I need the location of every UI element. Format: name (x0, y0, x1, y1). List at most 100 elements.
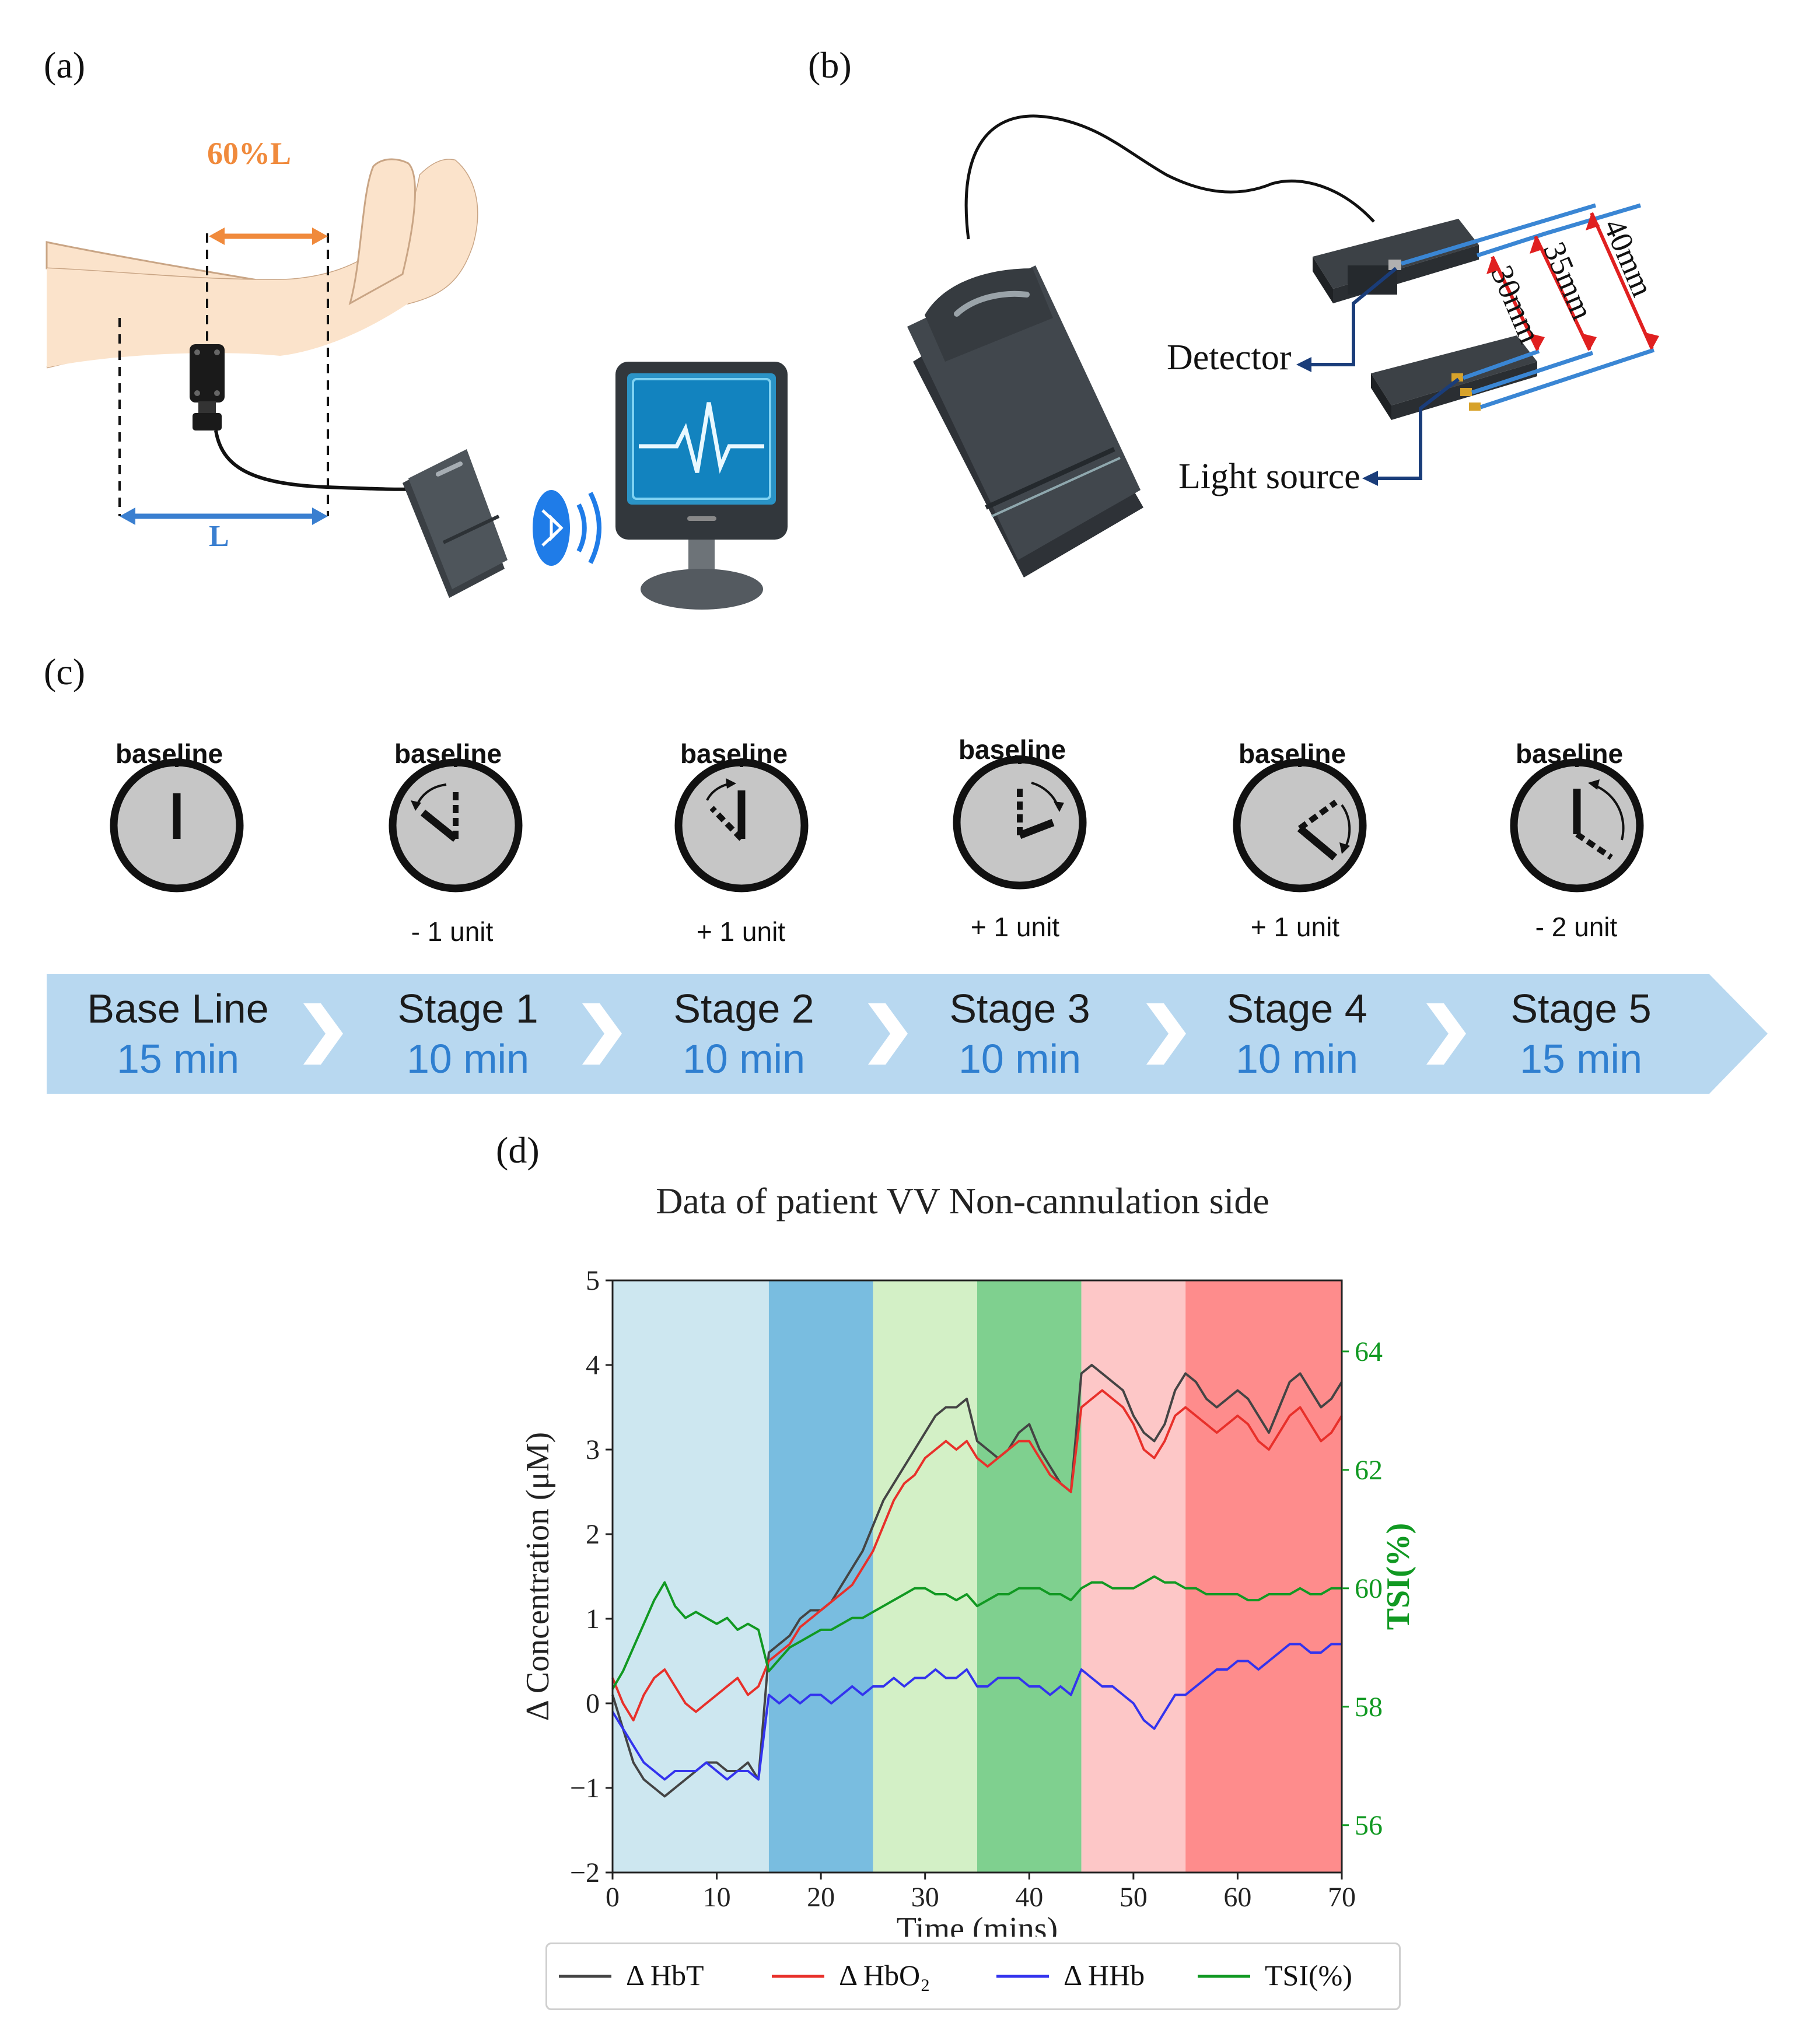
stage-band-4 (1081, 1280, 1186, 1873)
panel-label-b: (b) (808, 44, 852, 86)
legend-label-hbt: Δ HbT (626, 1959, 704, 1992)
stage-1: Stage 1 10 min (363, 984, 573, 1084)
plot-frame (611, 1279, 1343, 1874)
stage-band-1 (768, 1280, 873, 1873)
y-tick-label-6: 4 (586, 1350, 600, 1381)
large-device (907, 265, 1143, 578)
clock-sub-2: + 1 unit (696, 916, 786, 947)
x-tick-label-2: 20 (807, 1882, 835, 1913)
x-tick-label-1: 10 (703, 1882, 731, 1913)
orange-arrowhead-left (209, 228, 225, 245)
y-tick-label-2: 0 (586, 1688, 600, 1719)
detector-leader (1307, 267, 1397, 366)
panel-b-illustration: 30mm 35mm 40mm (907, 114, 1660, 578)
clock-sub-4: + 1 unit (1250, 912, 1340, 942)
stage-name-1: Stage 1 (397, 986, 538, 1031)
y-right-tick-label-4: 64 (1355, 1336, 1383, 1367)
stage-4: Stage 4 10 min (1192, 984, 1402, 1084)
x-tick-label-0: 0 (606, 1882, 620, 1913)
series-line-1 (611, 1389, 1343, 1721)
clock-sub-5: - 2 unit (1535, 912, 1618, 942)
y-tick-label-0: −2 (570, 1857, 600, 1888)
arrow-30mm (1491, 256, 1540, 351)
y-tick-label-1: −1 (570, 1773, 600, 1804)
stage-band-0 (613, 1280, 769, 1873)
sensor-probe (1313, 219, 1537, 420)
stage-duration-0: 15 min (116, 1036, 240, 1082)
series-line-0 (611, 1364, 1343, 1798)
monitor-icon (615, 362, 788, 610)
panel-a-illustration (46, 158, 788, 610)
y-tick-label-5: 3 (586, 1434, 600, 1465)
clock-icon-4 (1233, 758, 1367, 892)
y-axis-label: Δ Concentration (μM) (520, 1432, 556, 1721)
x-tick-label-5: 50 (1120, 1882, 1148, 1913)
stage-duration-5: 15 min (1519, 1036, 1643, 1082)
dist-40-label: 40mm (1597, 214, 1660, 301)
y-right-tick-label-3: 62 (1355, 1455, 1383, 1486)
legend-svg: Δ HbT Δ HbO₂ Δ HHb TSI(%) (559, 1959, 1352, 1992)
clock-icon-3 (953, 755, 1087, 890)
y-right-axis-label: TSI(%) (1380, 1523, 1416, 1630)
blue-arrowhead-right (312, 508, 328, 525)
stage-2: Stage 2 10 min (639, 984, 849, 1084)
y-tick-label-7: 5 (586, 1265, 600, 1296)
stage-duration-4: 10 min (1235, 1036, 1359, 1082)
sensor-cable (214, 430, 421, 491)
light-source-label: Light source (1178, 457, 1360, 496)
x-tick-label-3: 30 (911, 1882, 939, 1913)
stage-timeline-bar (47, 974, 1768, 1094)
x-axis-label: Time (mins) (897, 1911, 1058, 1937)
stage-name-3: Stage 3 (949, 986, 1090, 1031)
leg-sensor (190, 344, 225, 402)
arrow-40mm (1590, 212, 1654, 350)
clocks-row (110, 755, 1644, 892)
legend-label-hhb: Δ HHb (1064, 1959, 1145, 1992)
clock-sub-1: - 1 unit (411, 916, 494, 947)
clock-icon-0 (110, 758, 244, 892)
legend-label-tsi: TSI(%) (1265, 1959, 1352, 1992)
stage-band-2 (873, 1280, 977, 1873)
stage-name-0: Base Line (87, 986, 269, 1031)
y-tick-label-4: 2 (586, 1519, 600, 1550)
panel-label-c: (c) (44, 651, 86, 692)
foot-shape (348, 158, 416, 306)
x-tick-label-6: 60 (1223, 1882, 1251, 1913)
panel-label-d: (d) (496, 1129, 540, 1171)
stage-name-2: Stage 2 (673, 986, 814, 1031)
chart-legend: Δ HbT Δ HbO₂ Δ HHb TSI(%) (545, 1943, 1401, 2010)
stage-band-3 (977, 1280, 1082, 1873)
y-right-tick-label-1: 58 (1355, 1692, 1383, 1723)
bluetooth-icon (533, 490, 601, 566)
length-label: L (209, 520, 229, 553)
wearable-device (403, 449, 508, 598)
chart-title: Data of patient VV Non-cannulation side (656, 1180, 1269, 1222)
stage-duration-1: 10 min (406, 1036, 530, 1082)
x-tick-label-4: 40 (1015, 1882, 1043, 1913)
clock-sub-3: + 1 unit (970, 912, 1060, 942)
series-line-3 (611, 1575, 1342, 1690)
clock-icon-1 (389, 758, 523, 892)
clock-icon-2 (674, 758, 809, 892)
dist-30-label: 30mm (1484, 260, 1548, 348)
panel-label-a: (a) (44, 44, 86, 86)
stage-name-4: Stage 4 (1226, 986, 1367, 1031)
y-tick-label-3: 1 (586, 1604, 600, 1634)
stage-duration-3: 10 min (958, 1036, 1082, 1082)
dist-35-label: 35mm (1537, 237, 1600, 324)
blue-arrowhead-left (120, 508, 135, 525)
stage-3: Stage 3 10 min (915, 984, 1125, 1084)
sixty-percent-label: 60%L (207, 136, 292, 171)
device-cable (964, 114, 1375, 240)
light-source-leader (1374, 377, 1460, 480)
stage-0: Base Line 15 min (73, 984, 283, 1084)
stage-duration-2: 10 min (682, 1036, 806, 1082)
leg-fill (47, 159, 478, 368)
x-tick-label-7: 70 (1328, 1882, 1356, 1913)
stage-name-5: Stage 5 (1510, 986, 1652, 1031)
y-right-tick-label-2: 60 (1355, 1573, 1383, 1604)
clock-icon-5 (1510, 758, 1644, 892)
series-line-2 (611, 1643, 1342, 1781)
stage-5: Stage 5 15 min (1476, 984, 1686, 1084)
